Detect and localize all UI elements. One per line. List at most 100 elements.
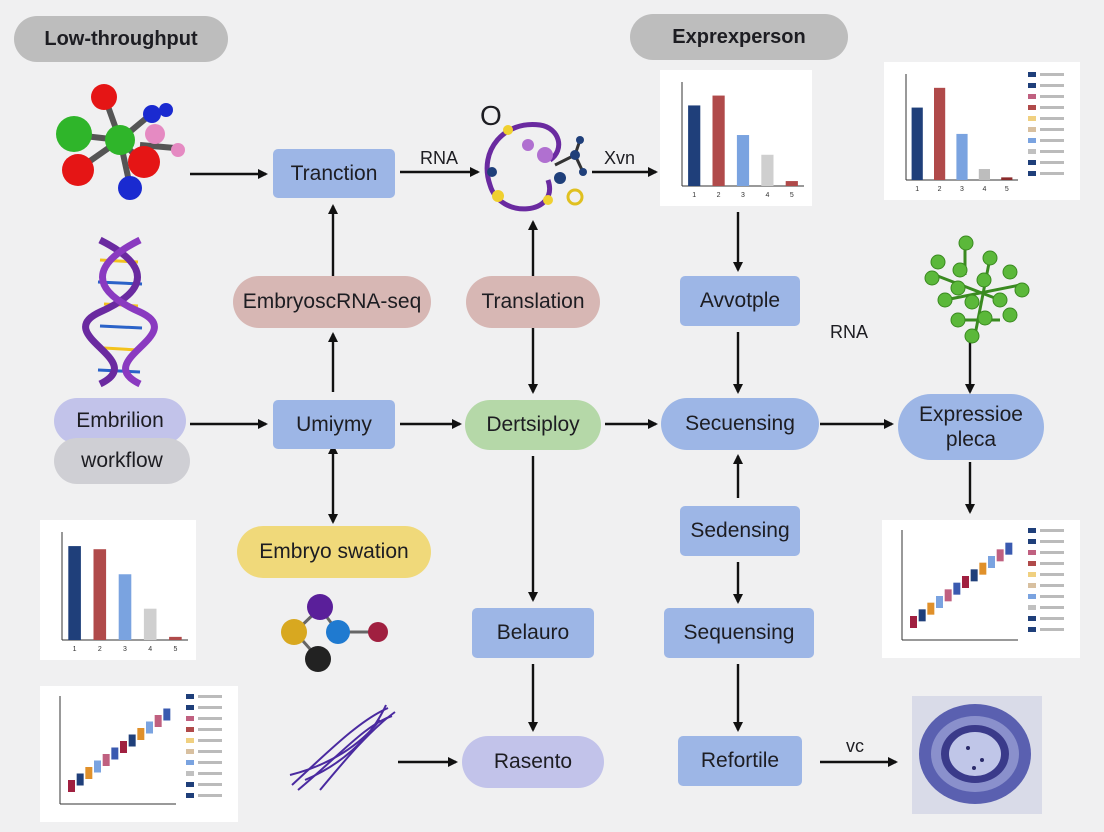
- node-secuensing[interactable]: Secuensing: [661, 398, 819, 450]
- chart-1-legend-text-6: [1040, 139, 1064, 142]
- chart-1-legend-swatch-7: [1028, 149, 1036, 154]
- boxplot-4-legend-swatch-4: [186, 738, 194, 743]
- boxplot-4-box-7: [128, 734, 136, 747]
- chart-2-bar-3: [143, 608, 157, 640]
- boxplot-3-legend-swatch-1: [1028, 539, 1036, 544]
- chart-1-legend-swatch-4: [1028, 116, 1036, 121]
- chart-1-bar-3: [978, 169, 990, 180]
- boxplot-4-box-3: [94, 760, 101, 773]
- boxplot-3-legend-swatch-9: [1028, 627, 1036, 632]
- node-tranction[interactable]: Tranction: [273, 149, 395, 198]
- molecule-illustration: [56, 84, 185, 200]
- node-embryo-scrna-seq[interactable]: EmbryoscRNA-seq: [233, 276, 431, 328]
- boxplot-4-legend-swatch-1: [186, 705, 194, 710]
- chart-1-legend-text-1: [1040, 84, 1064, 87]
- boxplot-3-box-5: [953, 582, 961, 595]
- boxplot-4-legend-swatch-0: [186, 694, 194, 699]
- boxplot-3-legend-text-9: [1040, 628, 1064, 631]
- boxplot-4-legend-swatch-6: [186, 760, 194, 765]
- node-umiymy[interactable]: Umiymy: [273, 400, 395, 449]
- node-rasento[interactable]: Rasento: [462, 736, 604, 788]
- boxplot-4-legend-swatch-8: [186, 782, 194, 787]
- arrows: [190, 167, 975, 767]
- chart-2-tick-3: 4: [148, 646, 152, 653]
- boxplot-4-box-8: [137, 728, 145, 740]
- chart-0-tick-1: 2: [717, 192, 721, 199]
- chart-0-bar-2: [736, 135, 750, 186]
- boxplot-4-box-5: [111, 747, 119, 760]
- chart-1-tick-4: 5: [1005, 186, 1009, 193]
- chart-1-bar-4: [1001, 177, 1013, 180]
- chart-1-bar-1: [934, 87, 946, 180]
- fiber-strands-illustration: [289, 704, 396, 791]
- boxplot-4-legend-swatch-9: [186, 793, 194, 798]
- chart-1-legend-text-4: [1040, 117, 1064, 120]
- boxplot-4-box-6: [120, 741, 127, 753]
- boxplot-3-legend-swatch-0: [1028, 528, 1036, 533]
- boxplot-3-box-2: [927, 602, 935, 615]
- chart-1-legend-swatch-8: [1028, 160, 1036, 165]
- chart-1-legend-text-0: [1040, 73, 1064, 76]
- boxplot-4-box-2: [85, 767, 93, 779]
- chart-2-tick-1: 2: [98, 646, 102, 653]
- label-xvn: Xvn: [604, 148, 636, 168]
- node-molecule-illustration: [281, 594, 388, 672]
- chart-0-bar-4: [785, 181, 798, 186]
- boxplot-4-box-10: [154, 715, 162, 727]
- chart-1-bar-2: [956, 133, 968, 180]
- chart-2-bar-2: [118, 574, 132, 640]
- boxplot-4-legend-text-9: [198, 794, 222, 797]
- chart-1-legend-text-7: [1040, 150, 1064, 153]
- boxplot-3-legend-text-3: [1040, 562, 1064, 565]
- box-plot-chart-right: [882, 520, 1080, 658]
- node-translation[interactable]: Translation: [466, 276, 600, 328]
- boxplot-3-box-0: [910, 616, 917, 628]
- boxplot-3-box-1: [918, 609, 926, 622]
- chart-1-legend-swatch-5: [1028, 127, 1036, 132]
- boxplot-4-box-0: [68, 780, 75, 792]
- label-rna-right: RNA: [830, 322, 869, 342]
- label-rna-top: RNA: [420, 148, 459, 168]
- node-embryo-swation[interactable]: Embryo swation: [237, 526, 431, 578]
- boxplot-3-box-8: [979, 562, 987, 575]
- node-embrilion[interactable]: Embrilion: [54, 398, 186, 444]
- node-avvotple[interactable]: Avvotple: [680, 276, 800, 326]
- chart-0-tick-0: 1: [692, 192, 696, 199]
- boxplot-4-box-9: [146, 721, 153, 734]
- node-refortile[interactable]: Refortile: [678, 736, 802, 786]
- header-low-throughput: Low-throughput: [14, 16, 228, 62]
- node-expressioe-pleca[interactable]: Expressioe pleca: [898, 394, 1044, 460]
- chart-0-bar-0: [688, 105, 701, 186]
- node-workflow[interactable]: workflow: [54, 438, 190, 484]
- node-sedensing[interactable]: Sedensing: [680, 506, 800, 556]
- boxplot-3-legend-swatch-6: [1028, 594, 1036, 599]
- node-expressioe-line1: Expressioe: [919, 402, 1023, 426]
- boxplot-3-legend-swatch-5: [1028, 583, 1036, 588]
- boxplot-3-legend-text-6: [1040, 595, 1064, 598]
- node-belauro[interactable]: Belauro: [472, 608, 594, 658]
- chart-1-legend-text-5: [1040, 128, 1064, 131]
- chart-1-legend-swatch-2: [1028, 94, 1036, 99]
- boxplot-4-box-11: [163, 708, 171, 721]
- chart-1-legend-text-2: [1040, 95, 1064, 98]
- label-o: O: [480, 100, 502, 131]
- boxplot-4-legend-swatch-2: [186, 716, 194, 721]
- rna-loop-illustration: [484, 121, 587, 212]
- boxplot-4-legend-swatch-3: [186, 727, 194, 732]
- boxplot-3-legend-text-8: [1040, 617, 1064, 620]
- chart-1-legend-text-3: [1040, 106, 1064, 109]
- boxplot-3-legend-swatch-4: [1028, 572, 1036, 577]
- boxplot-3-legend-text-2: [1040, 551, 1064, 554]
- node-sequensing[interactable]: Sequensing: [664, 608, 814, 658]
- boxplot-4-box-1: [76, 773, 84, 786]
- boxplot-4-legend-text-2: [198, 717, 222, 720]
- boxplot-3-box-11: [1005, 542, 1013, 555]
- node-dertsiploy[interactable]: Dertsiploy: [465, 400, 601, 450]
- boxplot-3-legend-text-0: [1040, 529, 1064, 532]
- boxplot-4-legend-swatch-7: [186, 771, 194, 776]
- cell-micrograph-image: [912, 696, 1042, 814]
- boxplot-3-box-9: [988, 556, 995, 568]
